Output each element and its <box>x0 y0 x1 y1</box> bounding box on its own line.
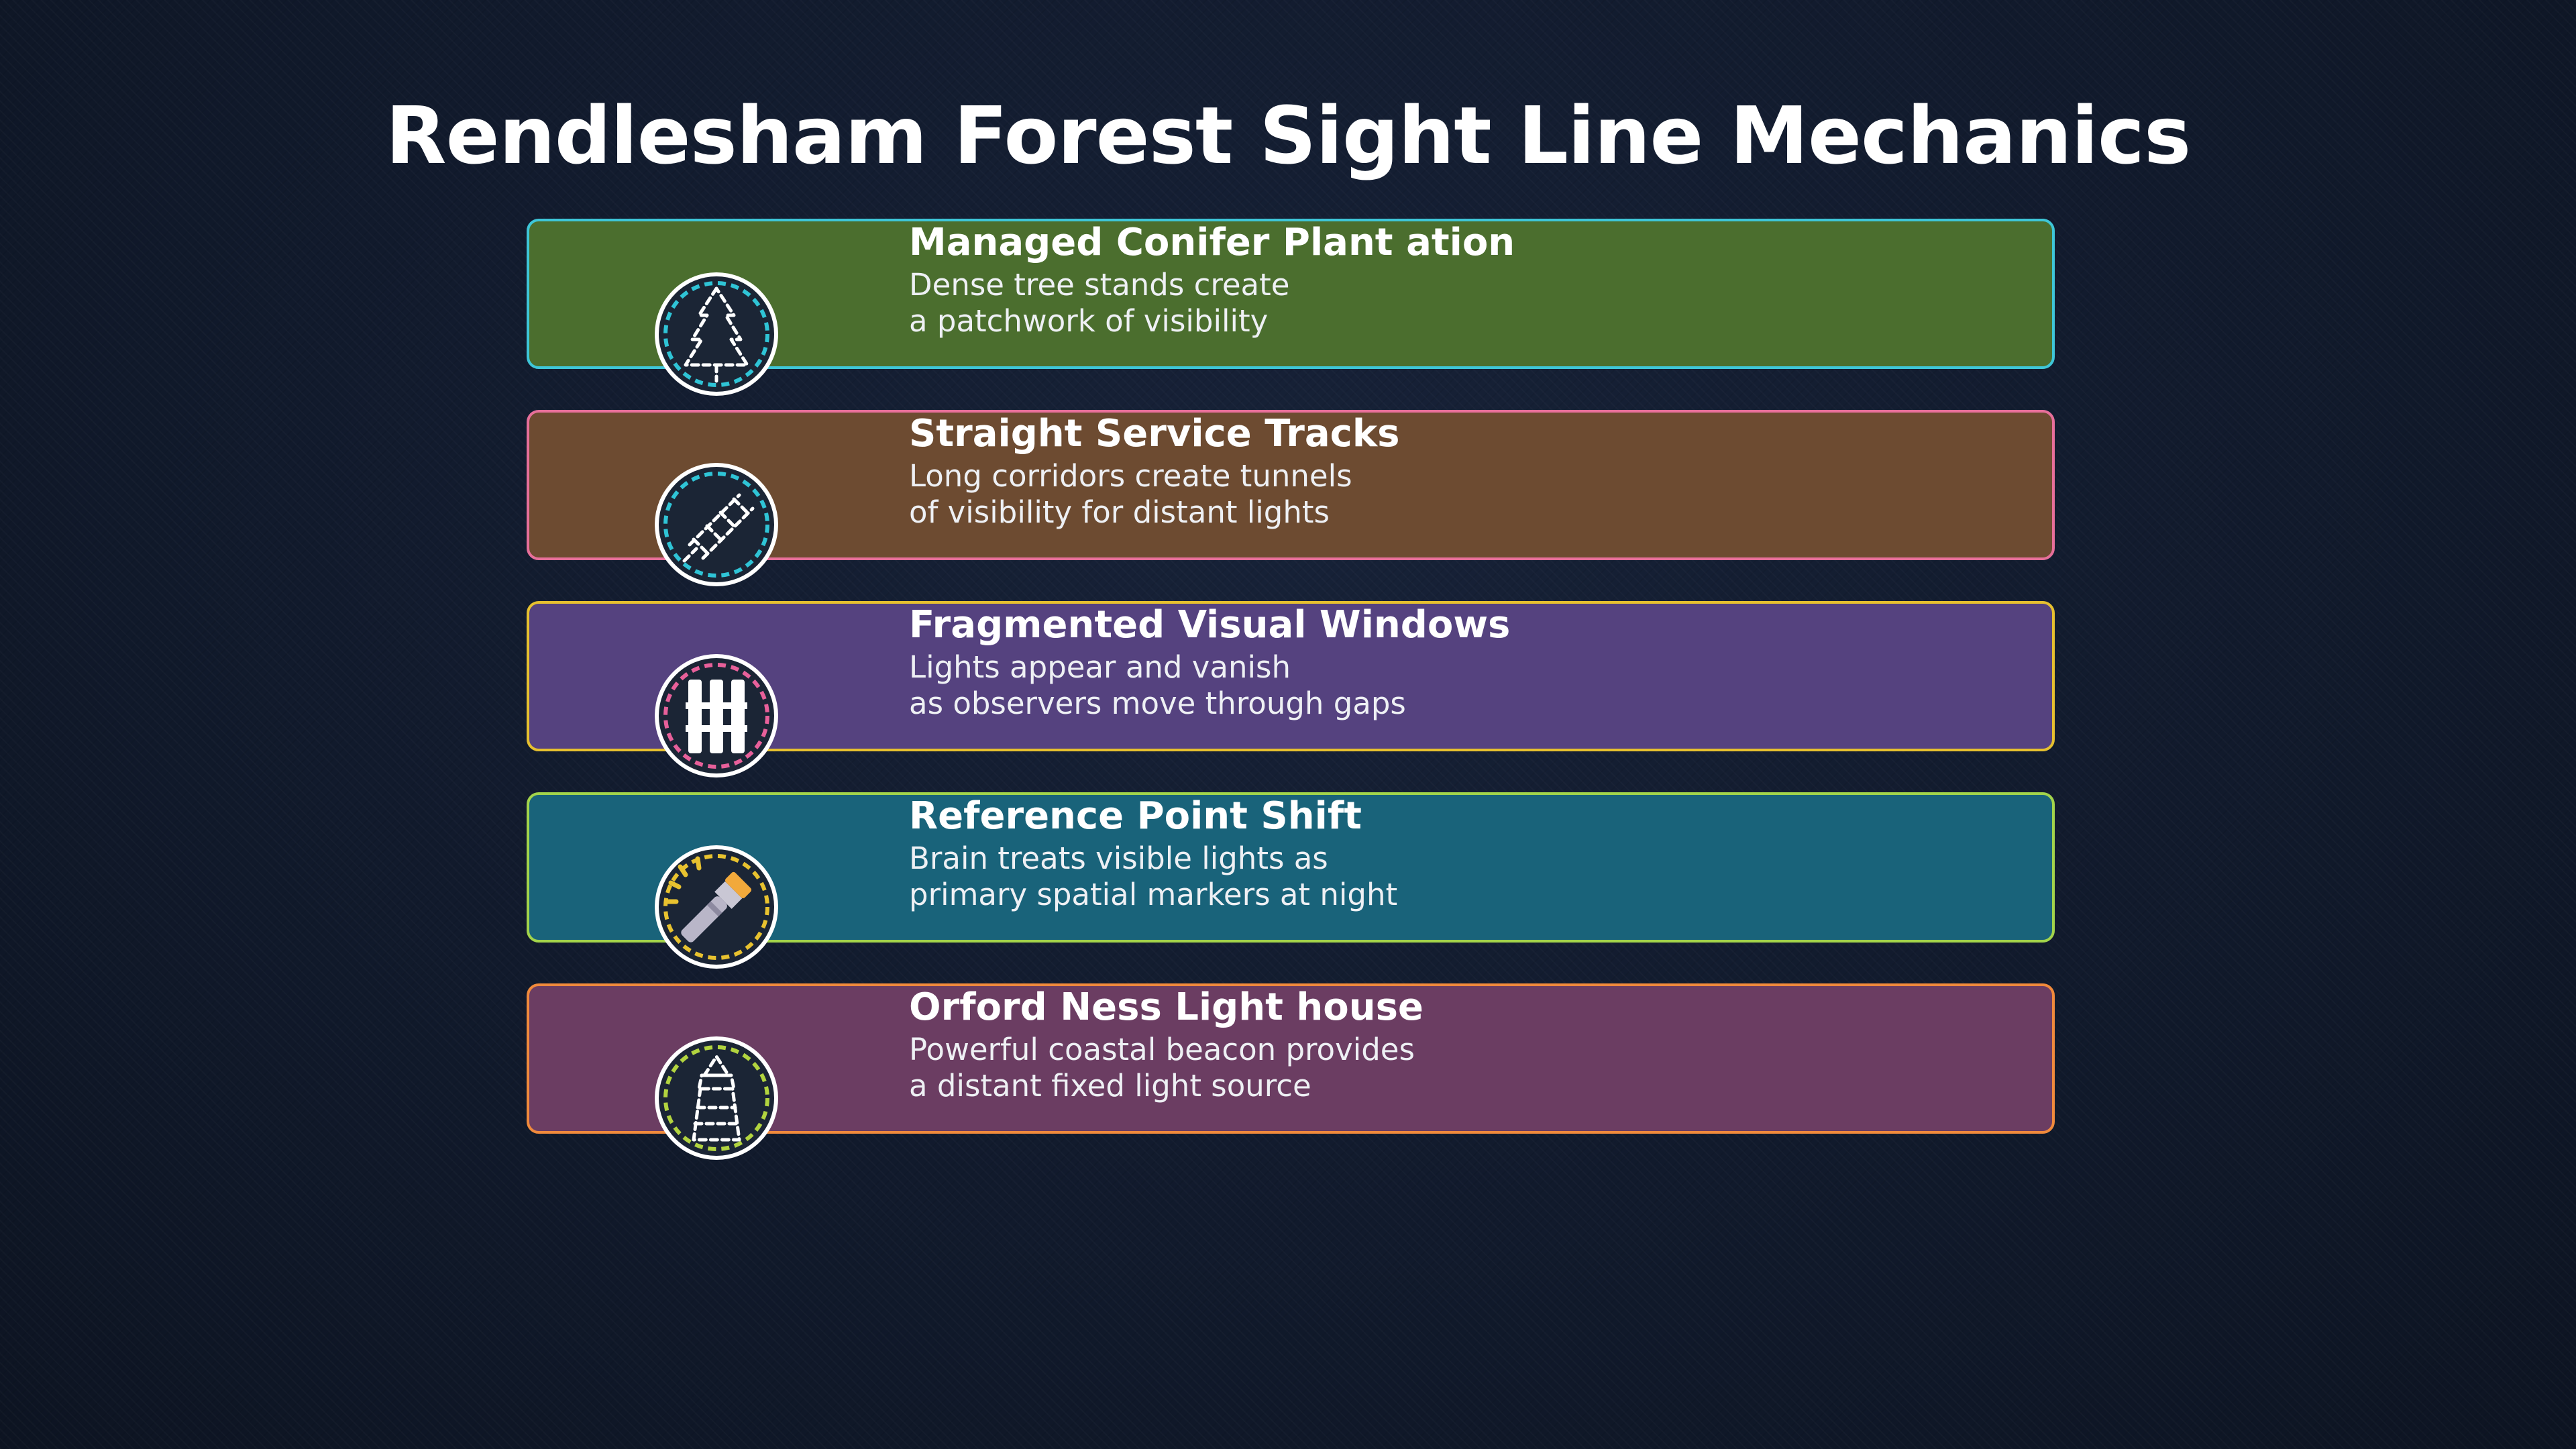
card-orford-ness-lighthouse <box>527 983 2055 1134</box>
card-title: Orford Ness Light house <box>909 985 1424 1029</box>
card-fragmented-visual-windows <box>527 601 2055 751</box>
card-description: Lights appear and vanish as observers mo… <box>909 649 1406 721</box>
page-title: Rendlesham Forest Sight Line Mechanics <box>385 89 2191 182</box>
lighthouse-icon <box>655 1036 778 1160</box>
card-title: Managed Conifer Plant ation <box>909 221 1515 264</box>
card-reference-point-shift <box>527 792 2055 943</box>
card-text-orford-ness-lighthouse: Orford Ness Light house Powerful coastal… <box>909 983 2016 1104</box>
card-text-straight-service-tracks: Straight Service Tracks Long corridors c… <box>909 410 2016 531</box>
card-description: Long corridors create tunnels of visibil… <box>909 458 1352 530</box>
card-managed-conifer-plantation <box>527 219 2055 369</box>
card-description: Powerful coastal beacon provides a dista… <box>909 1032 1415 1104</box>
fence-gaps-icon <box>655 654 778 777</box>
card-title: Fragmented Visual Windows <box>909 603 1511 647</box>
card-text-reference-point-shift: Reference Point Shift Brain treats visib… <box>909 792 2016 913</box>
flashlight-icon <box>655 845 778 969</box>
card-text-fragmented-visual-windows: Fragmented Visual Windows Lights appear … <box>909 601 2016 722</box>
card-description: Dense tree stands create a patchwork of … <box>909 267 1290 339</box>
card-description: Brain treats visible lights as primary s… <box>909 841 1398 912</box>
forest-track-icon <box>655 463 778 586</box>
card-title: Straight Service Tracks <box>909 412 1400 455</box>
card-text-managed-conifer-plantation: Managed Conifer Plant ation Dense tree s… <box>909 219 2016 339</box>
conifer-tree-icon <box>655 272 778 396</box>
card-straight-service-tracks <box>527 410 2055 560</box>
card-title: Reference Point Shift <box>909 794 1362 838</box>
